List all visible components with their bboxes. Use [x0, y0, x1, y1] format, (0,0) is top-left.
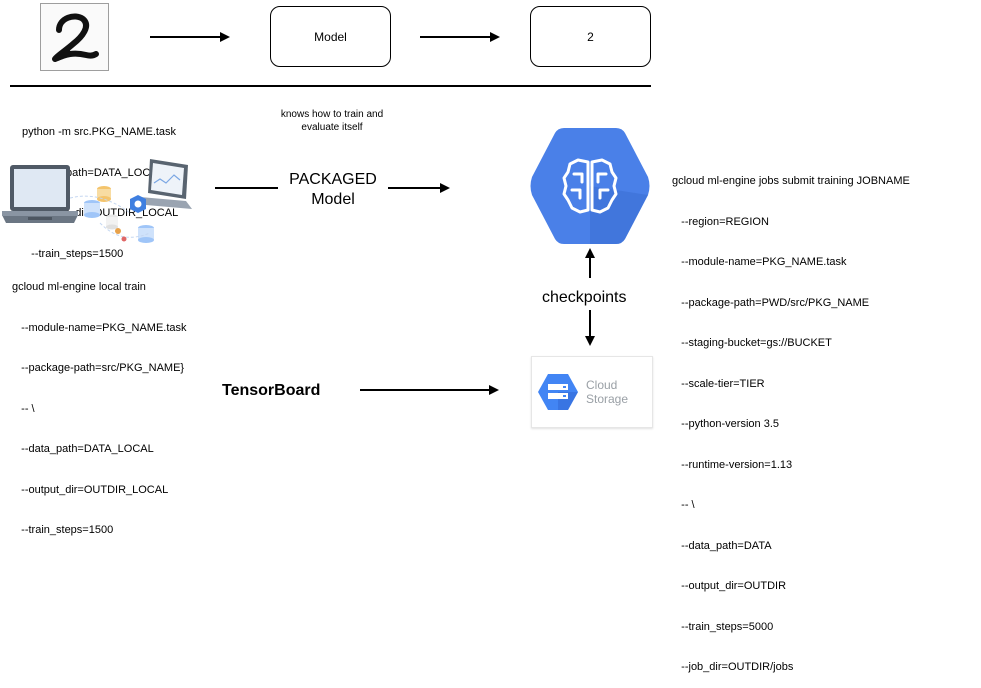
code-line: --data_path=DATA [672, 539, 772, 552]
ml-engine-badge-icon [130, 195, 146, 213]
code-line: gcloud ml-engine local train [12, 281, 146, 293]
packaged-model-sublabel: Model [311, 191, 355, 208]
database-icon [106, 214, 118, 230]
code-line: --train_steps=5000 [672, 620, 774, 633]
output-box: 2 [530, 6, 651, 67]
code-line: --train_steps=1500 [22, 247, 124, 260]
code-line: --train_steps=1500 [12, 524, 114, 536]
packaged-model-label: PACKAGED Model [278, 170, 388, 210]
code-line: -- \ [672, 499, 695, 511]
laptop-icon [140, 159, 192, 209]
model-label: Model [314, 29, 347, 44]
code-line: --module-name=PKG_NAME.task [12, 321, 187, 334]
laptop-training-illustration [2, 159, 192, 243]
handwritten-digit-image [40, 3, 109, 71]
code-line: --staging-bucket=gs://BUCKET [672, 337, 832, 349]
code-line: --output_dir=OUTDIR_LOCAL [12, 483, 169, 496]
model-box: Model [270, 6, 391, 67]
digit-glyph-icon [52, 13, 99, 62]
diagram-connectors [10, 32, 651, 395]
ml-engine-brain-icon [530, 128, 650, 244]
tensorboard-label: TensorBoard [222, 382, 321, 399]
code-line: --region=REGION [672, 215, 769, 228]
cloud-storage-icon [538, 374, 578, 410]
checkpoints-label: checkpoints [542, 289, 627, 306]
cloud-storage-card: Cloud Storage [531, 356, 653, 428]
database-icon [84, 200, 100, 218]
cloud-submit-command: gcloud ml-engine jobs submit training JO… [672, 148, 910, 688]
model-capability-caption: knows how to train and evaluate itself [280, 109, 384, 133]
code-line: --package-path=src/PKG_NAME} [12, 362, 185, 374]
code-line: -- \ [12, 402, 35, 415]
laptop-icon [2, 165, 78, 223]
code-line: --package-path=PWD/src/PKG_NAME [672, 296, 870, 309]
packaged-label: PACKAGED [289, 171, 377, 188]
code-line: --module-name=PKG_NAME.task [672, 256, 847, 268]
database-icon [97, 186, 111, 202]
code-line: --output_dir=OUTDIR [672, 580, 787, 592]
output-label: 2 [587, 29, 594, 44]
code-line: --runtime-version=1.13 [672, 458, 793, 471]
code-line: --python-version 3.5 [672, 418, 779, 430]
code-line: python -m src.PKG_NAME.task [22, 126, 177, 138]
cloud-storage-label-line2: Storage [586, 392, 629, 406]
code-line: --scale-tier=TIER [672, 377, 765, 390]
code-line: --data_path=DATA_LOCAL [12, 443, 154, 455]
local-train-command: gcloud ml-engine local train --module-na… [12, 254, 187, 551]
code-line: gcloud ml-engine jobs submit training JO… [672, 175, 910, 187]
cloud-storage-label-line1: Cloud [586, 378, 618, 392]
code-line: --job_dir=OUTDIR/jobs [672, 661, 794, 673]
